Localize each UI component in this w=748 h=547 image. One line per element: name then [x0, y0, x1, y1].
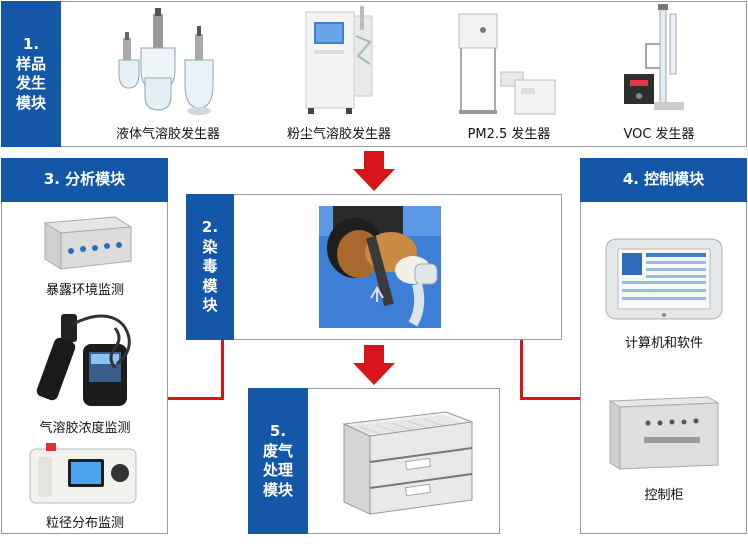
control-cabinet-icon [604, 393, 722, 473]
pm25-generator-label: PM2.5 发生器 [467, 127, 551, 142]
computer-software-label: 计算机和软件 [624, 336, 703, 351]
sample-generation-module-tag: 1. 样品 发生 模块 [1, 1, 61, 147]
exposure-monitor-box-icon [35, 213, 135, 273]
connector-line-right-vertical [520, 340, 523, 400]
liquid-aerosol-generator-label: 液体气溶胶发生器 [115, 127, 220, 142]
exhaust-treatment-module-tag: 5. 废气 处理 模块 [248, 388, 308, 534]
control-module-title: 4. 控制模块 [622, 170, 705, 189]
connector-line-left-horizontal [168, 397, 224, 400]
control-module [580, 158, 747, 534]
aerosol-concentration-label: 气溶胶浓度监测 [39, 421, 131, 436]
exhaust-treatment-module-title: 5. 废气 处理 模块 [262, 422, 293, 499]
connector-line-left-vertical [221, 340, 224, 400]
aerosol-concentration-meter-icon [35, 308, 140, 408]
analysis-module-tag: 3. 分析模块 [1, 158, 168, 202]
dog-exposure-photo [319, 206, 441, 328]
liquid-aerosol-generator-icon [115, 8, 220, 118]
exposure-module-tag: 2. 染 毒 模 块 [186, 194, 234, 340]
sample-generation-module-title: 1. 样品 发生 模块 [15, 35, 46, 112]
voc-generator-icon [620, 4, 690, 119]
control-cabinet-label: 控制柜 [644, 488, 684, 503]
connector-line-right-horizontal [520, 397, 580, 400]
particle-size-monitor-label: 粒径分布监测 [45, 516, 124, 531]
computer-software-icon [604, 237, 724, 322]
arrow-down-icon-2 [353, 345, 395, 385]
analysis-module-title: 3. 分析模块 [43, 170, 126, 189]
exhaust-filter-stack-icon [336, 404, 476, 522]
exposure-module-title: 2. 染 毒 模 块 [201, 218, 219, 315]
dust-aerosol-generator-label: 粉尘气溶胶发生器 [286, 127, 391, 142]
exposure-monitor-label: 暴露环境监测 [45, 283, 124, 298]
arrow-down-icon [353, 151, 395, 191]
dust-aerosol-generator-icon [300, 6, 380, 118]
voc-generator-label: VOC 发生器 [623, 127, 695, 142]
particle-size-monitor-icon [28, 443, 140, 505]
control-module-tag: 4. 控制模块 [580, 158, 747, 202]
pm25-generator-icon [455, 10, 560, 122]
